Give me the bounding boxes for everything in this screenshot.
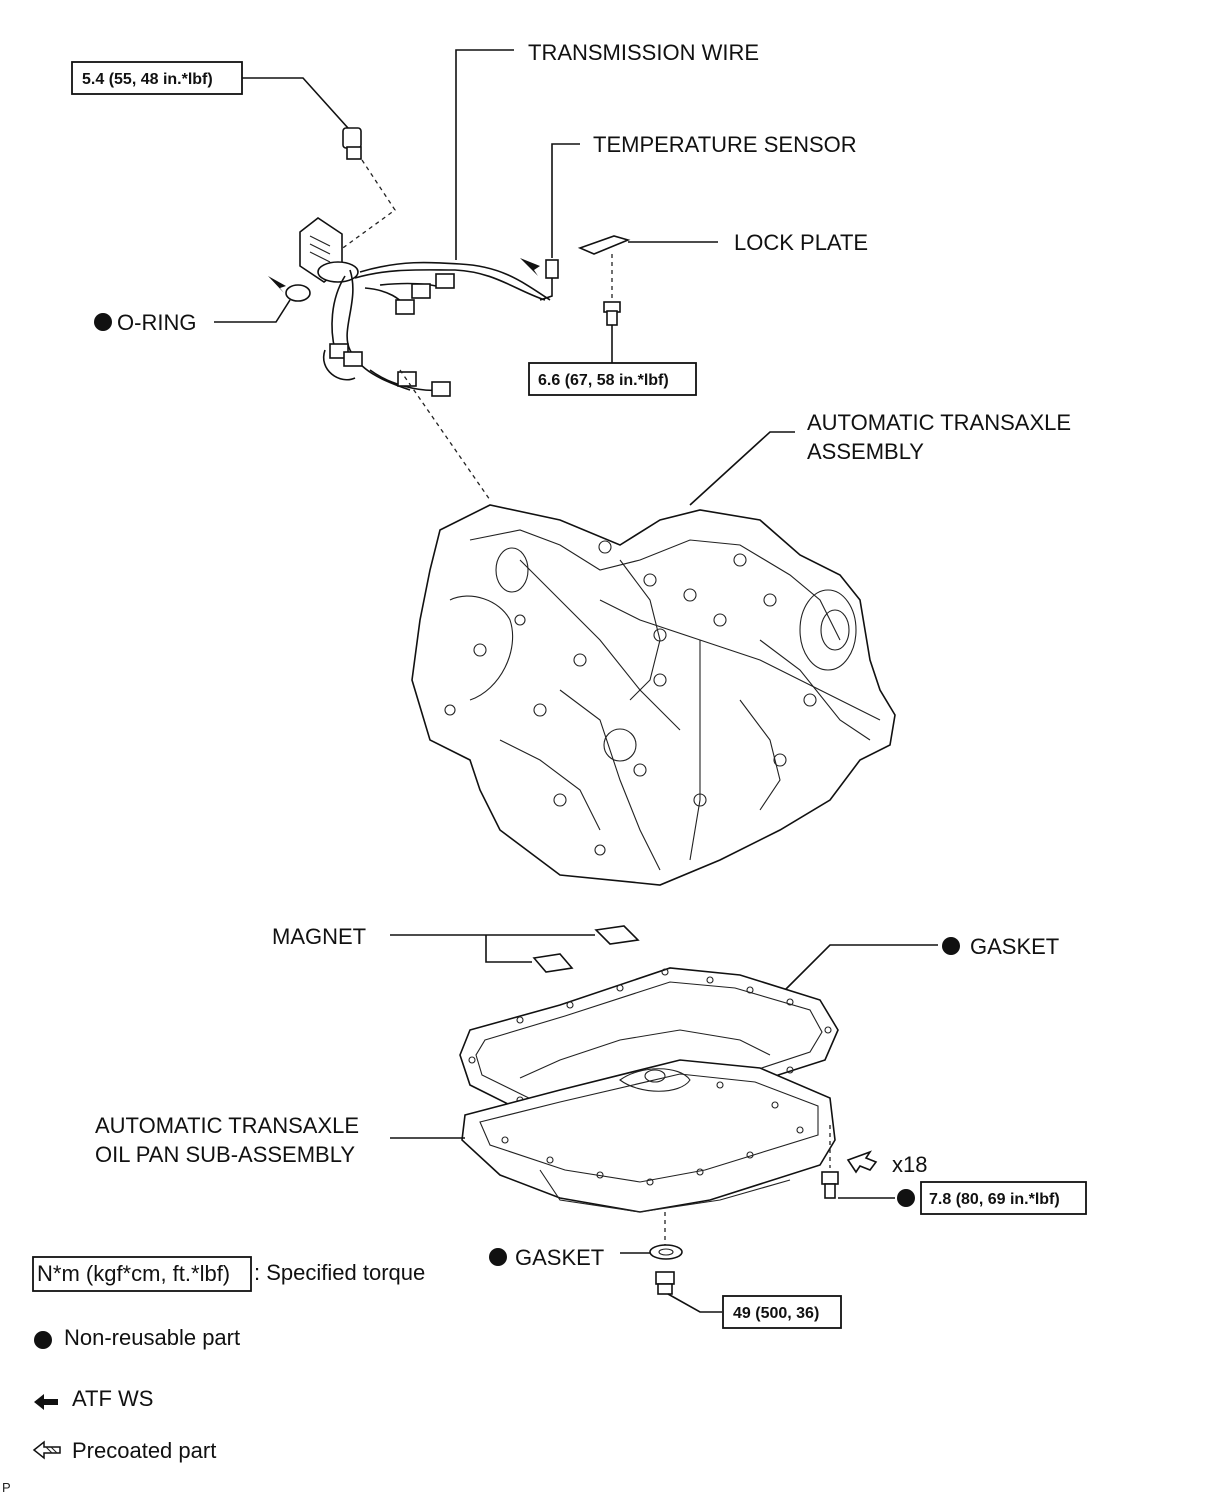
magnet-part-2: [532, 953, 574, 973]
label-quantity: x18: [892, 1152, 927, 1177]
wire-bolt: [342, 127, 362, 160]
label-transmission-wire: TRANSMISSION WIRE: [528, 40, 759, 65]
label-oil-pan-line1: AUTOMATIC TRANSAXLE: [95, 1113, 359, 1138]
legend-atf: ATF WS: [72, 1386, 153, 1411]
torque-box-lock-plate: [528, 362, 697, 396]
precoated-arrow-icon: [846, 1150, 878, 1174]
non-reusable-icon: [34, 1331, 52, 1349]
dash-wire-bolt: [339, 159, 396, 251]
leader-wire-bolt: [242, 77, 349, 129]
transaxle-case: [411, 504, 896, 886]
leader-magnet-2: [485, 935, 532, 963]
non-reusable-icon: [942, 937, 960, 955]
leader-gasket-top: [784, 944, 938, 991]
torque-box-wire-bolt: [71, 61, 243, 95]
leader-drain-plug: [667, 1293, 722, 1313]
lock-plate-bolt: [603, 301, 621, 326]
temperature-sensor-part: [539, 259, 559, 301]
leader-transmission-wire: [455, 49, 514, 260]
torque-lock-plate: 6.6 (67, 58 in.*lbf): [538, 372, 669, 389]
torque-oil-pan: 7.8 (80, 69 in.*lbf): [929, 1191, 1060, 1208]
oil-pan: [461, 1029, 836, 1213]
legend-torque-box: [32, 1256, 252, 1292]
wire-harness: [322, 261, 551, 397]
label-magnet: MAGNET: [272, 924, 366, 949]
label-transaxle-line2: ASSEMBLY: [807, 439, 924, 464]
leader-transaxle: [689, 431, 795, 506]
label-gasket-drain: GASKET: [515, 1245, 604, 1270]
torque-wire-bolt: 5.4 (55, 48 in.*lbf): [82, 71, 213, 88]
label-temperature-sensor: TEMPERATURE SENSOR: [593, 132, 857, 157]
figure-code: P: [2, 1480, 11, 1495]
non-reusable-icon: [489, 1248, 507, 1266]
label-oil-pan-line2: OIL PAN SUB-ASSEMBLY: [95, 1142, 355, 1167]
atf-arrow-icon: [520, 258, 540, 276]
pan-gasket: [459, 967, 839, 1131]
drain-gasket-part: [649, 1244, 683, 1260]
leader-temperature-sensor: [551, 143, 580, 258]
legend-torque-desc: : Specified torque: [254, 1260, 425, 1285]
precoated-arrow-icon: [32, 1440, 61, 1460]
torque-drain-plug: 49 (500, 36): [733, 1305, 819, 1322]
o-ring-part: [285, 284, 311, 302]
torque-box-oil-pan: [920, 1181, 1087, 1215]
atf-arrow-icon: [34, 1394, 58, 1410]
oil-pan-bolt: [821, 1171, 839, 1199]
leader-o-ring: [214, 299, 291, 323]
label-o-ring: O-RING: [117, 310, 196, 335]
drain-plug: [655, 1271, 675, 1295]
wire-connector: [299, 217, 359, 283]
torque-box-drain-plug: [722, 1295, 842, 1329]
non-reusable-icon: [897, 1189, 915, 1207]
lock-plate-part: [577, 235, 631, 255]
label-lock-plate: LOCK PLATE: [734, 230, 868, 255]
dash-harness-to-case: [399, 369, 491, 501]
magnet-part-1: [594, 925, 640, 945]
legend-precoated: Precoated part: [72, 1438, 216, 1463]
legend-torque-units: N*m (kgf*cm, ft.*lbf): [37, 1261, 230, 1286]
legend-non-reusable: Non-reusable part: [64, 1325, 240, 1350]
label-gasket-top: GASKET: [970, 934, 1059, 959]
label-transaxle-line1: AUTOMATIC TRANSAXLE: [807, 410, 1071, 435]
non-reusable-icon: [94, 313, 112, 331]
atf-arrow-icon: [268, 276, 286, 293]
